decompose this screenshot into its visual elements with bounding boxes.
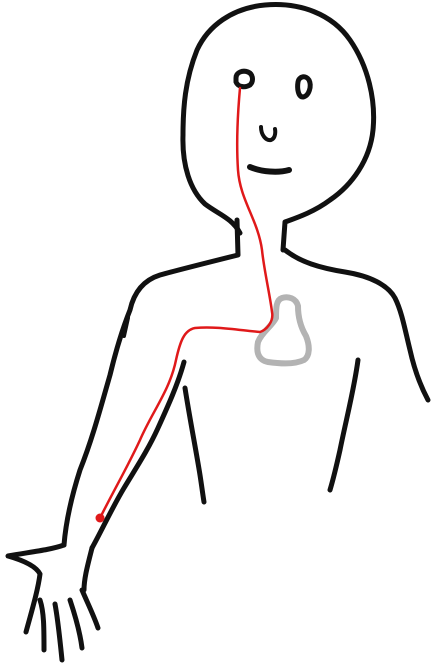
- mouth: [250, 167, 289, 172]
- nose: [261, 127, 275, 140]
- head-outline: [183, 5, 374, 250]
- right-eye: [236, 71, 252, 86]
- entry-point: [96, 514, 105, 523]
- torso-right: [330, 360, 358, 490]
- hand: [8, 545, 98, 660]
- torso-left: [185, 388, 204, 502]
- left-shoulder-arm-outer: [64, 220, 238, 545]
- left-eye: [298, 77, 311, 97]
- red-path: [100, 88, 272, 518]
